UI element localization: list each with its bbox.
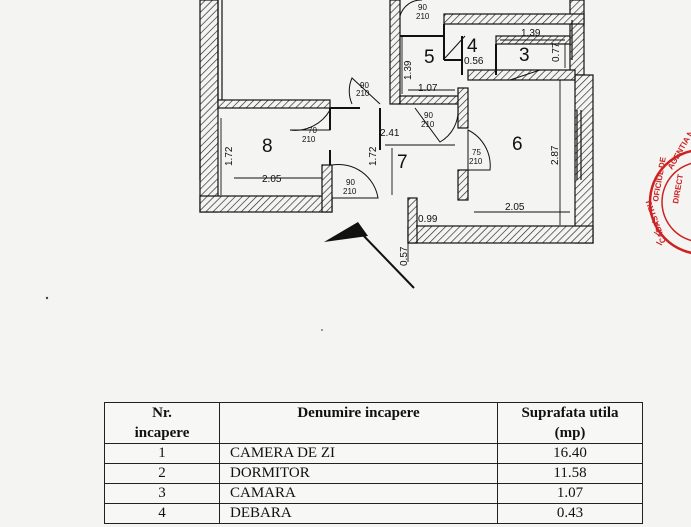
room-label: 5 <box>424 47 435 68</box>
header-nr-line2: incapere <box>134 425 190 441</box>
header-area: Suprafata utila (mp) <box>497 402 643 444</box>
door-height: 210 <box>416 12 430 21</box>
row-nr: 3 <box>104 483 220 504</box>
door-height: 210 <box>469 157 483 166</box>
dimension-label: 2.41 <box>380 128 400 139</box>
row-nr: 1 <box>104 443 220 464</box>
row-name: DEBARA <box>219 503 498 524</box>
room-label: 6 <box>512 134 523 155</box>
row-area: 1.07 <box>497 483 643 504</box>
table-row: 1 CAMERA DE ZI 16.40 <box>104 443 643 464</box>
svg-text:OFICIUL DE: OFICIUL DE <box>651 156 668 203</box>
windows <box>199 0 582 180</box>
row-nr: 2 <box>104 463 220 484</box>
row-name: DORMITOR <box>219 463 498 484</box>
door-width: 70 <box>308 126 317 135</box>
door-height: 210 <box>343 187 357 196</box>
paper-speck <box>45 296 49 300</box>
dimension-label: 1.07 <box>418 83 438 94</box>
header-name: Denumire incapere <box>219 402 498 444</box>
room-label: 7 <box>397 152 408 173</box>
dimension-label: 0.56 <box>464 56 484 67</box>
door-swings <box>289 0 541 199</box>
door-width: 75 <box>472 148 481 157</box>
row-area: 0.43 <box>497 503 643 524</box>
header-area-line1: Suprafata utila <box>521 405 619 421</box>
dimension-label: 0.99 <box>418 214 438 225</box>
row-name: CAMARA <box>219 483 498 504</box>
table-row: 2 DORMITOR 11.58 <box>104 463 643 484</box>
door-width: 90 <box>346 178 355 187</box>
dimension-label: 1.39 <box>403 60 414 80</box>
row-name: CAMERA DE ZI <box>219 443 498 464</box>
header-nr-line1: Nr. <box>152 405 172 421</box>
row-area: 16.40 <box>497 443 643 464</box>
door-width: 90 <box>424 111 433 120</box>
door-height: 210 <box>356 89 370 98</box>
table-row: 4 DEBARA 0.43 <box>104 503 643 524</box>
dimension-label: 1.72 <box>224 146 235 166</box>
door-height: 210 <box>302 135 316 144</box>
row-area: 11.58 <box>497 463 643 484</box>
rooms-table: Nr. incapere Denumire incapere Suprafata… <box>104 402 643 524</box>
header-name-text: Denumire incapere <box>297 405 420 421</box>
dimension-label: 2.05 <box>262 174 282 185</box>
door-height: 210 <box>421 120 435 129</box>
dimension-label: 1.72 <box>368 146 379 166</box>
room-label: 4 <box>467 36 478 57</box>
row-nr: 4 <box>104 503 220 524</box>
dimension-label: 1.39 <box>521 28 541 39</box>
dimension-label: 0.57 <box>399 246 410 266</box>
dimension-label: 2.05 <box>505 202 525 213</box>
walls <box>199 0 594 244</box>
room-label: 8 <box>262 136 273 157</box>
cadastral-stamp-icon: AGENTIA N OFICIUL DE CADASTRU DIRECT <box>644 132 691 255</box>
svg-text:CADASTRU: CADASTRU <box>644 199 668 244</box>
floor-plan-drawing: 3 4 5 6 7 8 1.39 0.77 0.56 1.39 1.07 2.4… <box>45 0 594 331</box>
door-labels: 90 210 90 210 90 210 70 210 75 210 90 21… <box>302 3 483 196</box>
svg-text:DIRECT: DIRECT <box>671 173 685 204</box>
north-arrow-icon <box>324 222 415 289</box>
door-width: 90 <box>360 81 369 90</box>
dimension-label: 0.77 <box>551 42 562 62</box>
partitions <box>329 24 497 165</box>
paper-speck <box>321 329 323 331</box>
dimension-label: 2.87 <box>550 145 561 165</box>
table-header-row: Nr. incapere Denumire incapere Suprafata… <box>104 402 643 444</box>
header-area-line2: (mp) <box>554 425 586 441</box>
header-nr: Nr. incapere <box>104 402 220 444</box>
table-row: 3 CAMARA 1.07 <box>104 483 643 504</box>
dimension-lines <box>220 36 570 262</box>
door-width: 90 <box>418 3 427 12</box>
room-label: 3 <box>519 45 530 66</box>
